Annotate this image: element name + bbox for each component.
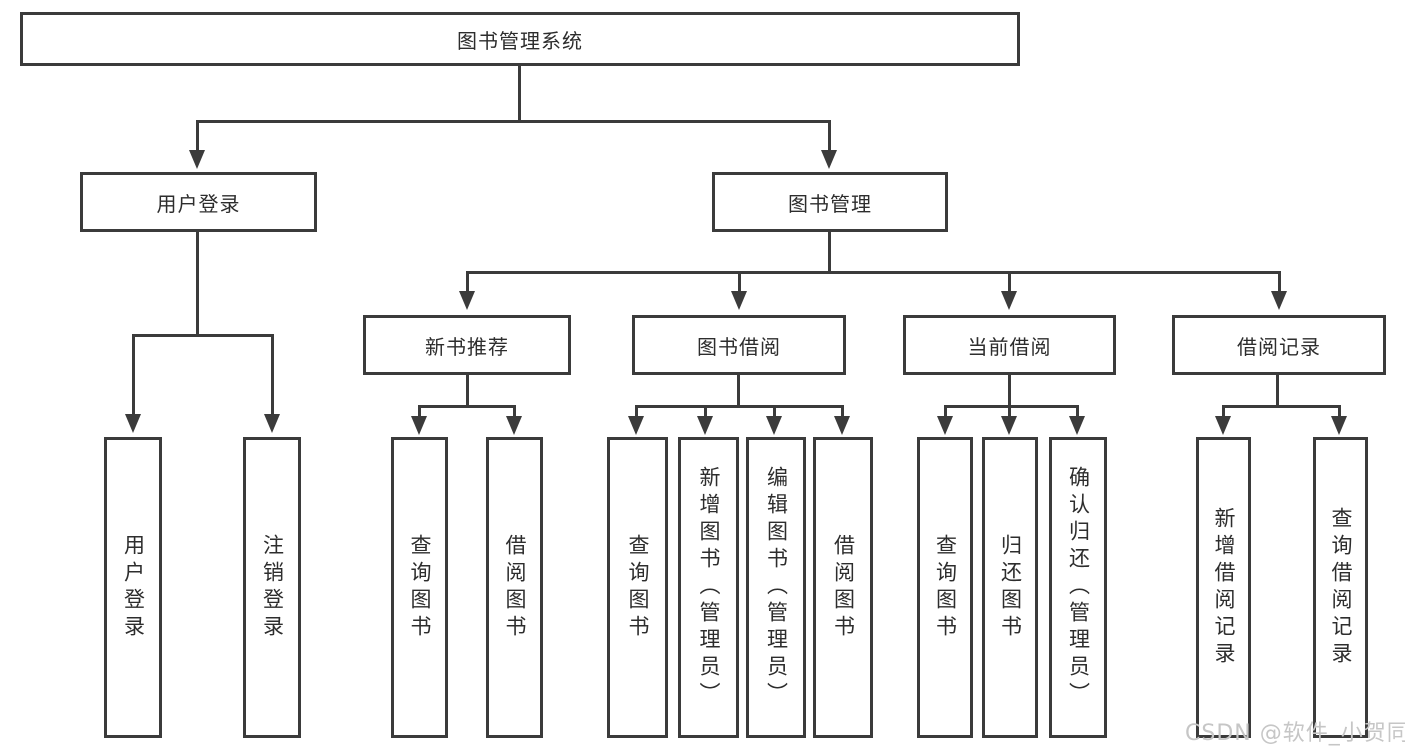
- leaf-logout: 注销登录: [243, 437, 301, 738]
- arrow-down-icon: [937, 416, 953, 435]
- connector-line: [737, 375, 740, 408]
- connector-line: [841, 405, 844, 418]
- node-root-library-system: 图书管理系统: [20, 12, 1020, 66]
- connector-line: [418, 405, 516, 408]
- connector-line: [1222, 405, 1225, 418]
- connector-line: [1276, 375, 1279, 408]
- leaf-return-books: 归还图书: [982, 437, 1038, 738]
- connector-line: [828, 120, 831, 152]
- connector-line: [518, 66, 521, 122]
- connector-line: [466, 271, 1281, 274]
- leaf-newbook-query-books: 查询图书: [391, 437, 448, 738]
- connector-line: [738, 271, 741, 293]
- arrow-down-icon: [628, 416, 644, 435]
- connector-line: [132, 334, 274, 337]
- connector-line: [1008, 271, 1011, 293]
- connector-line: [944, 405, 1079, 408]
- node-borrow-record: 借阅记录: [1172, 315, 1386, 375]
- node-user-login: 用户登录: [80, 172, 317, 232]
- arrow-down-icon: [1271, 291, 1287, 310]
- arrow-down-icon: [821, 150, 837, 169]
- leaf-add-books-admin: 新增图书（管理员）: [678, 437, 739, 738]
- connector-line: [944, 405, 947, 418]
- connector-line: [1222, 405, 1340, 408]
- leaf-query-borrow-record: 查询借阅记录: [1313, 437, 1368, 738]
- connector-line: [1076, 405, 1079, 418]
- connector-line: [635, 405, 638, 418]
- connector-line: [418, 405, 421, 418]
- connector-line: [773, 405, 776, 418]
- arrow-down-icon: [506, 416, 522, 435]
- leaf-borrow-books: 借阅图书: [813, 437, 873, 738]
- leaf-edit-books-admin: 编辑图书（管理员）: [746, 437, 806, 738]
- leaf-user-login: 用户登录: [104, 437, 162, 738]
- csdn-watermark: CSDN @软件_小贺同学: [1185, 721, 1405, 746]
- node-current-borrow: 当前借阅: [903, 315, 1116, 375]
- connector-line: [1008, 405, 1011, 418]
- connector-line: [132, 334, 135, 416]
- arrow-down-icon: [731, 291, 747, 310]
- connector-line: [196, 232, 199, 336]
- node-book-borrow: 图书借阅: [632, 315, 846, 375]
- arrow-down-icon: [459, 291, 475, 310]
- arrow-down-icon: [1069, 416, 1085, 435]
- node-new-book-recommend: 新书推荐: [363, 315, 571, 375]
- connector-line: [704, 405, 707, 418]
- connector-line: [196, 120, 199, 152]
- leaf-add-borrow-record: 新增借阅记录: [1196, 437, 1251, 738]
- leaf-current-query-books: 查询图书: [917, 437, 973, 738]
- connector-line: [271, 334, 274, 416]
- arrow-down-icon: [1215, 416, 1231, 435]
- connector-line: [466, 375, 469, 408]
- leaf-newbook-borrow-books: 借阅图书: [486, 437, 543, 738]
- connector-line: [828, 232, 831, 274]
- connector-line: [1278, 271, 1281, 293]
- connector-line: [635, 405, 844, 408]
- leaf-confirm-return-admin: 确认归还（管理员）: [1049, 437, 1107, 738]
- arrow-down-icon: [1001, 416, 1017, 435]
- arrow-down-icon: [189, 150, 205, 169]
- connector-line: [513, 405, 516, 418]
- arrow-down-icon: [834, 416, 850, 435]
- arrow-down-icon: [1001, 291, 1017, 310]
- arrow-down-icon: [125, 414, 141, 433]
- arrow-down-icon: [766, 416, 782, 435]
- connector-line: [1008, 375, 1011, 408]
- connector-line: [196, 120, 831, 123]
- arrow-down-icon: [411, 416, 427, 435]
- connector-line: [466, 271, 469, 293]
- node-book-management: 图书管理: [712, 172, 948, 232]
- arrow-down-icon: [697, 416, 713, 435]
- leaf-borrow-query-books: 查询图书: [607, 437, 668, 738]
- connector-line: [1338, 405, 1341, 418]
- arrow-down-icon: [1331, 416, 1347, 435]
- arrow-down-icon: [264, 414, 280, 433]
